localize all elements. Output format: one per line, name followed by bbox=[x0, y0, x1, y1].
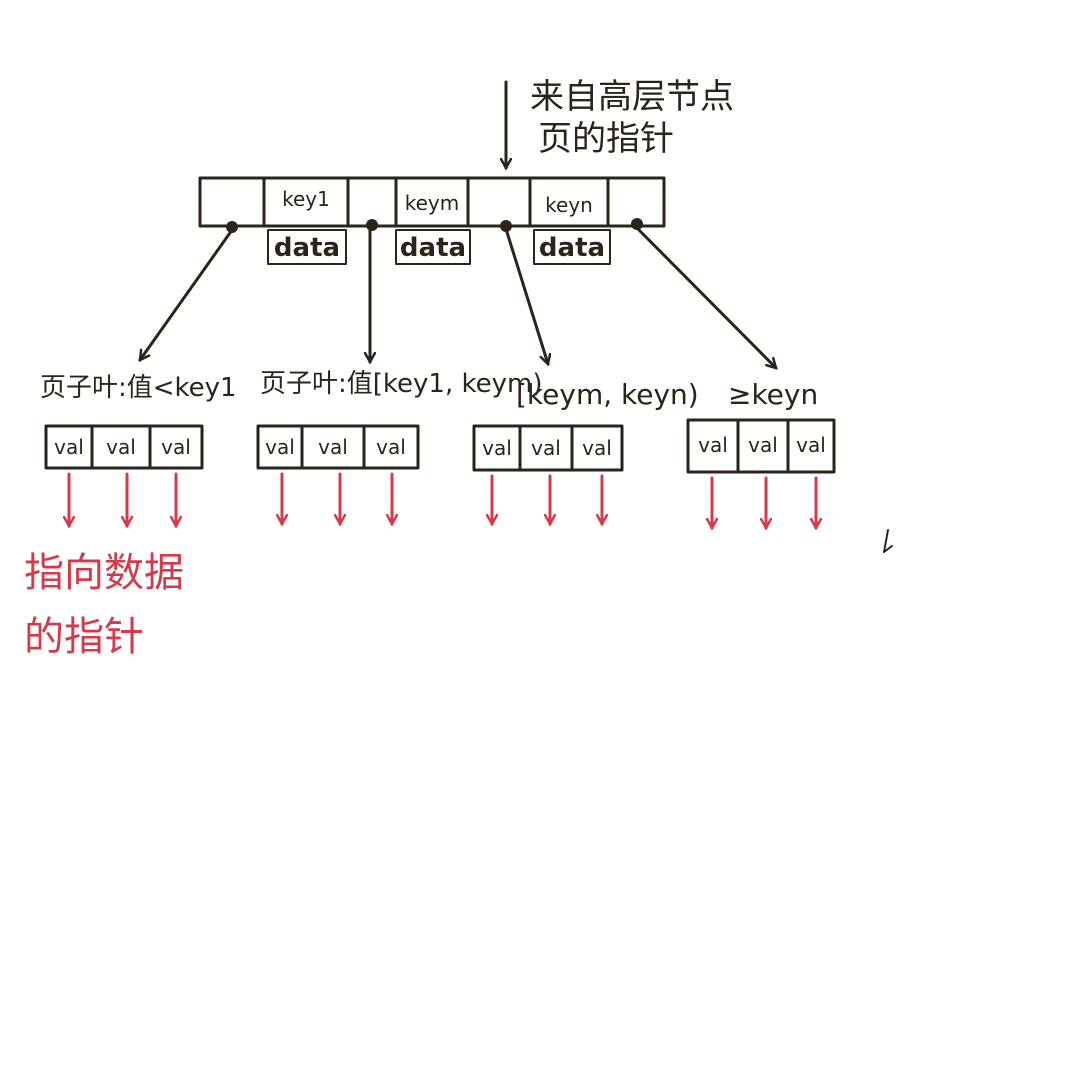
leaf-node-3-val-3: val bbox=[582, 436, 612, 460]
data-box-2 bbox=[395, 229, 471, 265]
pointer-cell-2 bbox=[346, 176, 398, 228]
leaf-label-4: ≥keyn bbox=[728, 378, 818, 411]
leaf-node-1: val val val bbox=[44, 424, 204, 470]
data-label-2: data bbox=[400, 233, 466, 263]
child-arrow-1 bbox=[138, 228, 234, 360]
internal-node: key1 keym keyn data data data bbox=[198, 176, 666, 265]
key-label-1: key1 bbox=[282, 187, 330, 211]
stray-mark bbox=[883, 529, 893, 553]
leaf-node-3: val val val bbox=[472, 424, 624, 472]
pointer-dot-4 bbox=[631, 218, 643, 230]
leaf-node-3-box bbox=[472, 424, 624, 472]
pointer-dot-2 bbox=[366, 219, 378, 231]
leaf-node-4: val val val bbox=[686, 418, 836, 474]
leaf-node-2-box bbox=[256, 424, 420, 470]
pointer-cell-1 bbox=[198, 176, 266, 228]
leaf-node-2-val-3: val bbox=[376, 435, 406, 459]
top-note-line2: 页的指针 bbox=[538, 119, 674, 159]
leaf-node-4-val-3: val bbox=[796, 433, 826, 457]
data-box-3 bbox=[533, 229, 611, 265]
data-label-1: data bbox=[274, 233, 340, 263]
bottom-note-line2: 的指针 bbox=[24, 614, 144, 660]
leaf-label-1: 页子叶:值<key1 bbox=[40, 373, 237, 403]
child-arrow-3 bbox=[504, 227, 548, 364]
leaf-node-3-val-2: val bbox=[531, 436, 561, 460]
child-arrow-4 bbox=[635, 226, 776, 368]
leaf-node-2: val val val bbox=[256, 424, 420, 470]
leaf-node-4-box bbox=[686, 418, 836, 474]
leaf-label-2: 页子叶:值[key1, keym) bbox=[260, 369, 542, 399]
leaf-node-1-val-3: val bbox=[161, 435, 191, 459]
leaf-node-1-val-1: val bbox=[54, 435, 84, 459]
leaf-node-3-val-1: val bbox=[482, 436, 512, 460]
leaf-label-3: [keym, keyn) bbox=[516, 378, 699, 411]
top-note-line1: 来自高层节点 bbox=[530, 77, 734, 117]
leaf-node-1-val-2: val bbox=[106, 435, 136, 459]
data-box-1 bbox=[267, 229, 347, 265]
data-pointer-arrows bbox=[69, 472, 816, 528]
leaf-node-2-val-1: val bbox=[265, 435, 295, 459]
bottom-note-line1: 指向数据 bbox=[24, 550, 184, 596]
pointer-dot-1 bbox=[226, 221, 238, 233]
leaf-node-1-box bbox=[44, 424, 204, 470]
pointer-cell-3 bbox=[466, 176, 532, 228]
leaf-node-4-val-2: val bbox=[748, 433, 778, 457]
pointer-dot-3 bbox=[500, 220, 512, 232]
key-label-3: keyn bbox=[545, 193, 593, 217]
key-label-2: keym bbox=[405, 191, 460, 215]
leaf-node-4-val-1: val bbox=[698, 433, 728, 457]
data-label-3: data bbox=[539, 233, 605, 263]
leaf-node-2-val-2: val bbox=[318, 435, 348, 459]
